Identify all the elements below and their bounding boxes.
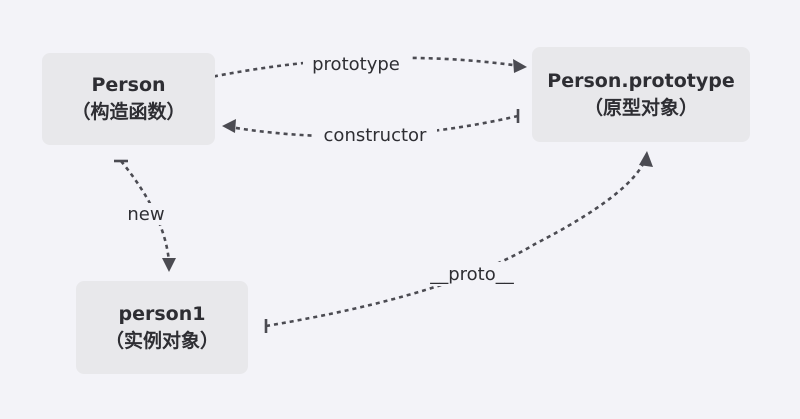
edge-label-new: new	[127, 204, 164, 225]
node-instance-subtitle: （实例对象）	[104, 329, 219, 352]
node-person-title: Person	[91, 74, 166, 96]
node-person1-instance: person1 （实例对象）	[76, 281, 248, 374]
node-person-subtitle: （构造函数）	[71, 101, 186, 123]
edge-proto: __proto__	[264, 151, 653, 333]
edge-label-proto: __proto__	[429, 264, 515, 285]
edge-new: new	[114, 159, 176, 272]
edge-prototype: prototype	[204, 52, 527, 85]
node-prototype-title: Person.prototype	[547, 69, 735, 92]
node-person-prototype: Person.prototype （原型对象）	[532, 47, 750, 142]
node-instance-title: person1	[118, 302, 206, 325]
edge-label-prototype: prototype	[312, 54, 400, 75]
edge-label-constructor: constructor	[324, 125, 428, 146]
node-person-constructor: Person （构造函数）	[42, 53, 215, 145]
node-prototype-subtitle: （原型对象）	[583, 96, 698, 119]
edge-constructor: constructor	[222, 109, 520, 146]
